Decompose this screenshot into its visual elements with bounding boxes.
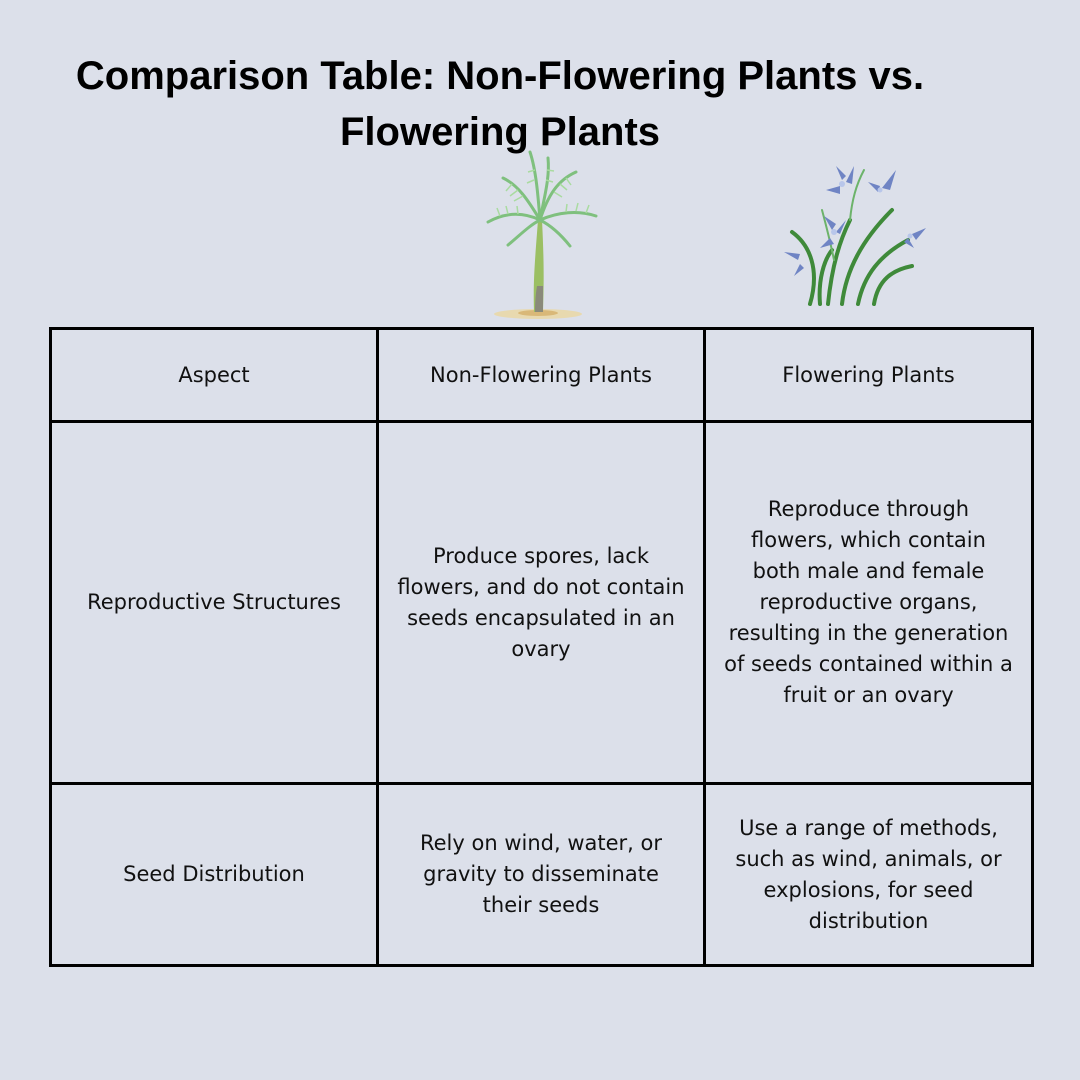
title-line-2: Flowering Plants (339, 110, 661, 154)
page-title: Comparison Table: Non-Flowering Plants v… (40, 48, 960, 160)
header-non-flowering: Non-Flowering Plants (376, 327, 706, 423)
row-non-flowering-cell: Produce spores, lack flowers, and do not… (376, 420, 706, 785)
row-non-flowering-cell: Rely on wind, water, or gravity to disse… (376, 782, 706, 967)
comparison-table: Aspect Non-Flowering Plants Flowering Pl… (49, 327, 1034, 967)
table-header-row: Aspect Non-Flowering Plants Flowering Pl… (49, 327, 1034, 423)
row-flowering-cell: Use a range of methods, such as wind, an… (703, 782, 1034, 967)
row-aspect-cell: Reproductive Structures (49, 420, 379, 785)
table-row: Reproductive Structures Produce spores, … (49, 420, 1034, 785)
row-flowering-cell: Reproduce through flowers, which contain… (703, 420, 1034, 785)
row-aspect-cell: Seed Distribution (49, 782, 379, 967)
title-line-1: Comparison Table: Non-Flowering Plants v… (75, 54, 925, 98)
header-aspect: Aspect (49, 327, 379, 423)
flower-icon (784, 166, 926, 306)
table-row: Seed Distribution Rely on wind, water, o… (49, 782, 1034, 967)
palm-tree-icon (486, 150, 598, 319)
header-flowering: Flowering Plants (703, 327, 1034, 423)
